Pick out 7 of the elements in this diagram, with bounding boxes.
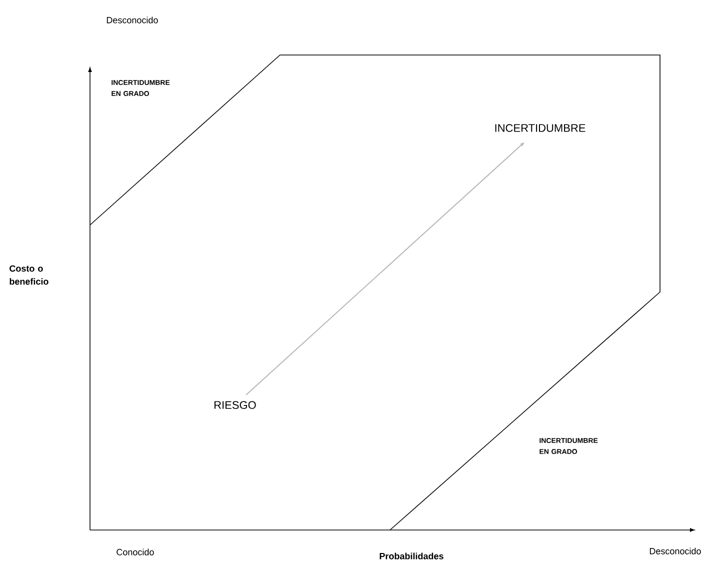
axis-end-label: Desconocido (650, 548, 701, 554)
text-label: RIESGO (214, 401, 256, 409)
axis-end-label: Desconocido (106, 16, 158, 24)
axis-end-label: Conocido (116, 548, 154, 556)
axis-title: Probabilidades (380, 552, 444, 560)
axis-title: Costo o beneficio (10, 265, 48, 285)
text-label: INCERTIDUMBRE (495, 124, 586, 132)
